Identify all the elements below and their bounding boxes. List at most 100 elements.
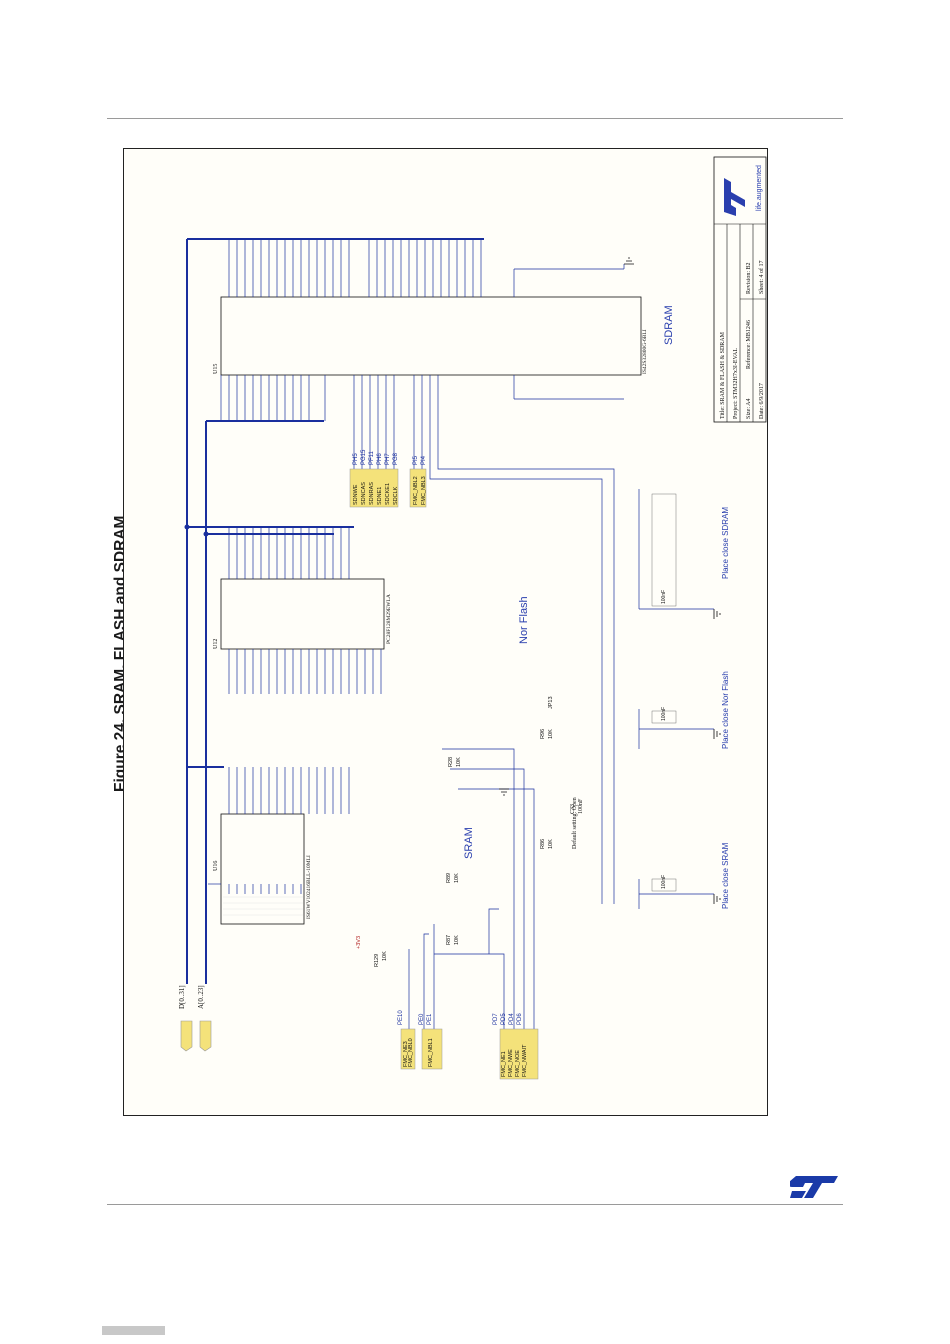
sdram-ctrl-label: SDCKE1 [385, 483, 391, 505]
svg-text:U15: U15 [213, 364, 219, 374]
tb-size: Size: A4 [746, 399, 752, 420]
svg-text:U12: U12 [213, 639, 219, 649]
tb-revision: Revision: B2 [746, 262, 752, 294]
sdram-addr-pins [220, 375, 326, 421]
resistor-value: 10K [382, 951, 388, 961]
footer-rule [107, 1204, 843, 1205]
svg-text:IS42S32800G-6BLI: IS42S32800G-6BLI [642, 329, 648, 374]
mcu-pin-label: PE10 [398, 1010, 404, 1025]
mcu-pin-label: PD4 [509, 1013, 515, 1025]
mcu-pin-label: PE1 [427, 1013, 433, 1025]
sdram-data-pins [228, 239, 482, 297]
sram-data-pins [228, 767, 350, 814]
sdram-ctrl-label: SDNE1 [377, 487, 383, 505]
mcu-pin-label: PI4 [421, 455, 427, 465]
mcu-pin-label: PG15 [361, 449, 367, 465]
sdram-ctrl-wires [353, 375, 615, 904]
sdram-nbl-label: FMC_NBL3 [421, 476, 427, 505]
data-bus-label: D[0..31] [178, 985, 186, 1009]
tb-reference: Reference: MB1246 [745, 320, 752, 369]
tb-sheet: Sheet: 4 of 17 [758, 261, 765, 295]
header-rule [107, 118, 843, 119]
sram-chip: U16 IS61WV102416BLL-10MLI SRAM [213, 813, 475, 925]
bus-ports [180, 1020, 212, 1052]
sdram-nbl-label: FMC_NBL2 [413, 476, 419, 505]
resistor-value: 10K [454, 873, 460, 883]
fmc-net-label: FMC_NBL0 [408, 1038, 414, 1067]
tb-date: Date: 6/9/2017 [759, 383, 765, 419]
sdram-ctrl-label: SDNCAS [361, 482, 367, 505]
sdram-ctrl-label: SDCLK [393, 486, 399, 505]
decoupling-caps [638, 489, 714, 909]
mcu-pin-label: PH5 [353, 453, 359, 465]
note-sram: Place close SRAM [721, 842, 730, 909]
resistor-ref: R87 [446, 935, 452, 945]
supply-label: +3V3 [356, 936, 362, 949]
mcu-pin-label: PH6 [377, 453, 383, 465]
mcu-pin-label: PH7 [385, 453, 391, 465]
fmc-net-label: FMC_NE3 [403, 1041, 409, 1067]
fmc-net-label: FMC_NOE [515, 1050, 521, 1077]
resistor-value: 10K [548, 839, 554, 849]
tb-brand: life.augmented [756, 165, 763, 211]
note-nor: Place close Nor Flash [721, 671, 730, 749]
svg-text:PC28F128M29EWLA: PC28F128M29EWLA [386, 594, 392, 644]
resistor-ref: R28 [448, 757, 454, 767]
resistor-value: 10K [454, 935, 460, 945]
bus-junction [184, 524, 190, 530]
resistor-ref: R89 [446, 873, 452, 883]
sram-pin-rows [223, 896, 303, 916]
svg-text:U16: U16 [213, 861, 219, 871]
jumper-ref: JP13 [548, 696, 554, 709]
st-logo-small [724, 178, 745, 216]
nor-data-pins [228, 527, 350, 579]
fmc-net-label: FMC_NBL1 [428, 1038, 434, 1067]
page-number-tab [102, 1326, 165, 1335]
resistor-ref: R86 [540, 839, 546, 849]
jp13-note: Default setting: Open [571, 797, 578, 849]
mcu-pin-label: PF11 [369, 450, 375, 465]
schematic-sheet: D[0..31] A[0..23] U16 IS61WV102416BLL-10… [123, 148, 768, 1116]
address-bus [205, 420, 334, 984]
c33-label: C33 [570, 804, 576, 814]
tb-title: Title: SRAM & FLASH & SDRAM [720, 331, 726, 419]
mcu-pin-label: PE0 [419, 1013, 425, 1025]
schematic-drawing: D[0..31] A[0..23] U16 IS61WV102416BLL-10… [178, 156, 767, 1080]
sdram-ctrl-label: SDNWE [353, 484, 359, 505]
resistor-value: 10K [548, 729, 554, 739]
nor-label: Nor Flash [518, 596, 530, 644]
cap-rows [651, 493, 677, 892]
c33-value: 100nF [578, 798, 584, 814]
nor-addr-pins [228, 649, 382, 694]
mcu-pin-label: PG8 [393, 452, 399, 465]
data-bus [186, 238, 484, 984]
mcu-pin-label: PD5 [501, 1013, 507, 1025]
cap-value: 100nF [661, 590, 667, 604]
sdram-label: SDRAM [663, 305, 675, 345]
sram-addr-pins [208, 883, 302, 894]
svg-text:IS61WV102416BLL-10MLI: IS61WV102416BLL-10MLI [306, 855, 312, 919]
note-sdram: Place close SDRAM [721, 507, 730, 579]
resistor-ref: R96 [540, 729, 546, 739]
sram-label: SRAM [463, 827, 475, 859]
fmc-net-label: FMC_NWE [508, 1049, 514, 1077]
mcu-pin-label: PI5 [413, 455, 419, 465]
fmc-net-label: FMC_NE1 [501, 1051, 507, 1077]
resistor-value: 10K [456, 757, 462, 767]
sdram-ctrl-ports [349, 468, 427, 508]
fmc-net-label: FMC_NWAIT [522, 1044, 528, 1077]
cap-value: 100nF [661, 707, 667, 721]
nor-chip: U12 PC28F128M29EWLA Nor Flash [213, 578, 530, 650]
left-ctrl-wires [408, 748, 535, 1049]
mcu-pin-label: PD7 [493, 1013, 499, 1025]
resistor-ref: R129 [374, 954, 380, 967]
sdram-supply [513, 264, 625, 400]
left-ctrl-ports [400, 1028, 539, 1080]
title-block: Title: SRAM & FLASH & SDRAM Project: STM… [713, 156, 767, 423]
bus-junction [203, 531, 209, 537]
sdram-ctrl-label: SDNRAS [369, 482, 375, 505]
ground-symbols [499, 257, 721, 904]
addr-bus-label: A[0..23] [197, 985, 205, 1009]
mcu-pin-label: PD6 [517, 1013, 523, 1025]
cap-value: 100nF [661, 875, 667, 889]
